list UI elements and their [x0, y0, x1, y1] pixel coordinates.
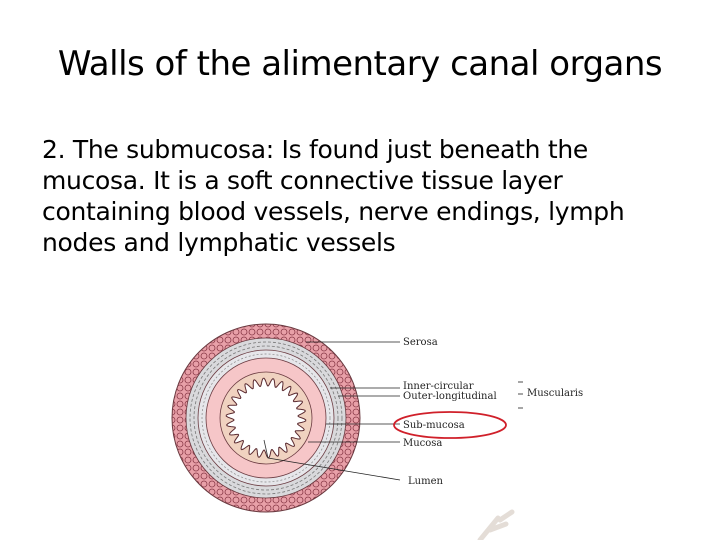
inner-circular-label: Inner-circular: [403, 381, 474, 392]
serosa-label: Serosa: [403, 337, 438, 348]
sub-mucosa-highlight-circle: [393, 411, 507, 439]
slide-title: Walls of the alimentary canal organs: [57, 44, 663, 84]
lumen: [225, 377, 307, 459]
mucosa-label: Mucosa: [403, 438, 442, 449]
muscularis-label: Muscularis: [527, 388, 583, 399]
lumen-label: Lumen: [408, 476, 443, 487]
alimentary-canal-cross-section-figure: Serosa Inner-circular Outer-longitudinal…: [160, 312, 600, 540]
cross-section-diagram: Serosa Inner-circular Outer-longitudinal…: [171, 323, 583, 540]
sub-mucosa-label: Sub-mucosa: [403, 420, 465, 431]
watermark-mark: [477, 509, 515, 540]
submucosa-description: 2. The submucosa: Is found just beneath …: [42, 135, 625, 257]
outer-longitudinal-label: Outer-longitudinal: [403, 391, 497, 402]
